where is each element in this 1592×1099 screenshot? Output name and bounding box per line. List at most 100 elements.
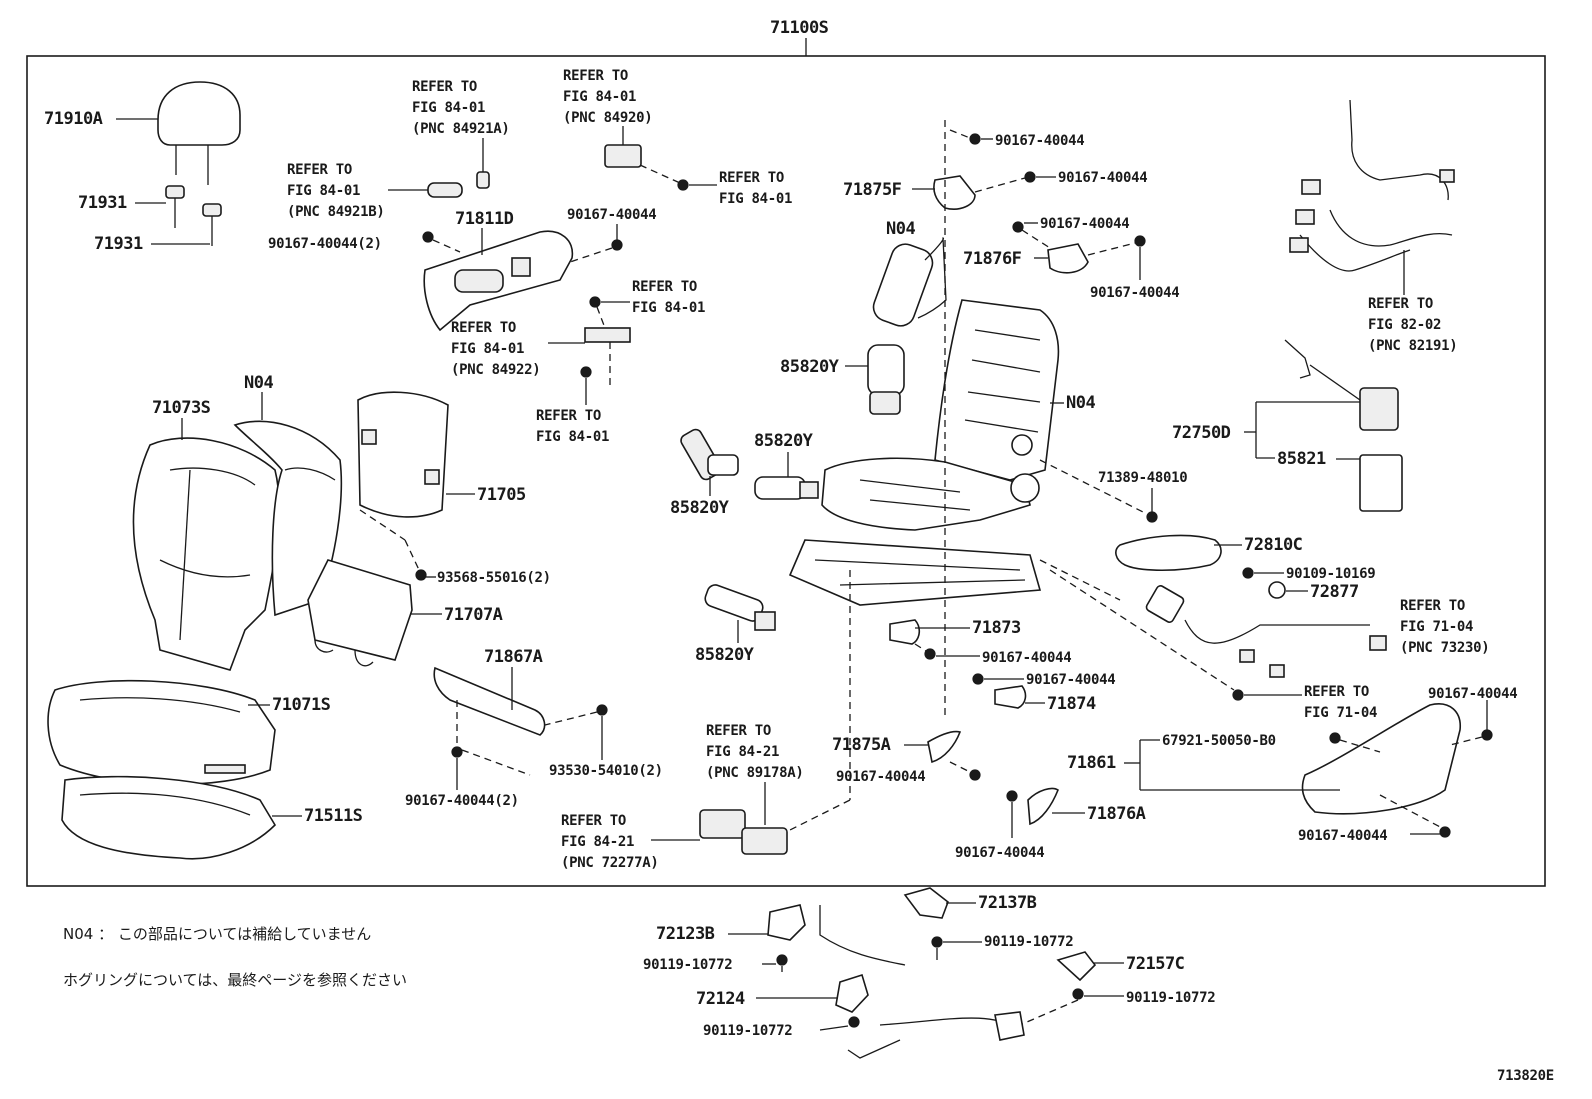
part-label-screw-f4[interactable]: 90167-40044: [1090, 285, 1180, 301]
part-label-cover-71876a[interactable]: 71876A: [1087, 804, 1146, 824]
part-label-bolt-72137b[interactable]: 90119-10772: [984, 934, 1074, 950]
part-label-screw-f1[interactable]: 90167-40044: [995, 133, 1085, 149]
refer-r6-line2[interactable]: FIG 84-01: [451, 341, 524, 357]
part-label-clip-93568[interactable]: 93568-55016(2): [437, 570, 551, 586]
refer-r12-line1[interactable]: REFER TO: [561, 813, 626, 829]
refer-r9-line3[interactable]: (PNC 73230): [1400, 640, 1490, 656]
refer-r7-line2[interactable]: FIG 84-01: [536, 429, 609, 445]
lumbar-mechanism-part: [1284, 339, 1403, 512]
refer-r11-line3[interactable]: (PNC 89178A): [706, 765, 804, 781]
part-label-cover-71875a[interactable]: 71875A: [832, 735, 891, 755]
seatback-board-lower-part: [307, 559, 413, 667]
motor-top-part: [867, 344, 905, 415]
part-label-cover-71876f[interactable]: 71876F: [963, 249, 1022, 269]
part-label-bolt-67921[interactable]: 67921-50050-B0: [1162, 733, 1276, 749]
part-label-clip-93530[interactable]: 93530-54010(2): [549, 763, 663, 779]
part-label-motor-top[interactable]: 85820Y: [780, 357, 840, 377]
part-label-screw-shield-2[interactable]: 90167-40044(2): [268, 236, 382, 252]
motor-mid-part: [754, 476, 819, 500]
refer-r1-line1[interactable]: REFER TO: [412, 79, 477, 95]
part-label-leg-cover-72124[interactable]: 72124: [696, 989, 745, 1009]
refer-r8-line3[interactable]: (PNC 82191): [1368, 338, 1458, 354]
refer-r2-line2[interactable]: FIG 84-01: [563, 89, 636, 105]
part-label-headrest-guide-1[interactable]: 71931: [78, 193, 127, 213]
refer-r10-line1[interactable]: REFER TO: [1304, 684, 1369, 700]
refer-r3-line2[interactable]: FIG 84-01: [719, 191, 792, 207]
refer-r5-line1[interactable]: REFER TO: [632, 279, 697, 295]
part-label-screw-71861-top[interactable]: 90167-40044: [1428, 686, 1518, 702]
part-label-bolt-72157c[interactable]: 90119-10772: [1126, 990, 1216, 1006]
part-label-inner-shield[interactable]: 71867A: [484, 647, 543, 667]
refer-r6-line1[interactable]: REFER TO: [451, 320, 516, 336]
seat-frame-part: [788, 299, 1060, 606]
part-label-motor-low[interactable]: 85820Y: [695, 645, 755, 665]
part-label-motor-left[interactable]: 85820Y: [670, 498, 730, 518]
part-label-seatback-pad[interactable]: N04: [244, 373, 274, 393]
refer-r8-line1[interactable]: REFER TO: [1368, 296, 1433, 312]
refer-r12-line3[interactable]: (PNC 72277A): [561, 855, 659, 871]
refer-r11-line1[interactable]: REFER TO: [706, 723, 771, 739]
inner-shield-part: [433, 666, 546, 736]
refer-r10-line2[interactable]: FIG 71-04: [1304, 705, 1377, 721]
leg-cover-72123b-part: [767, 904, 806, 941]
part-label-bolt-72123b[interactable]: 90119-10772: [643, 957, 733, 973]
part-label-screw-71876a[interactable]: 90167-40044: [955, 845, 1045, 861]
part-label-frame-n04[interactable]: N04: [1066, 393, 1096, 413]
part-label-screw-inner-shield[interactable]: 90167-40044(2): [405, 793, 519, 809]
refer-r7-line1[interactable]: REFER TO: [536, 408, 601, 424]
part-label-cover-71874[interactable]: 71874: [1047, 694, 1096, 714]
part-label-bolt-71389[interactable]: 71389-48010: [1098, 470, 1188, 486]
part-label-bolt-90109[interactable]: 90109-10169: [1286, 566, 1376, 582]
part-label-leg-cover-72137b[interactable]: 72137B: [978, 893, 1037, 913]
part-label-leg-cover-72123b[interactable]: 72123B: [656, 924, 715, 944]
leg-cover-72124-part: [835, 973, 869, 1013]
refer-r9-line1[interactable]: REFER TO: [1400, 598, 1465, 614]
refer-r2-line3[interactable]: (PNC 84920): [563, 110, 653, 126]
cover-71876f-part: [1047, 243, 1089, 274]
part-label-cap-72877[interactable]: 72877: [1310, 582, 1359, 602]
part-label-screw-71873[interactable]: 90167-40044: [982, 650, 1072, 666]
refer-r1-line3[interactable]: (PNC 84921A): [412, 121, 510, 137]
part-label-headrest[interactable]: 71910A: [44, 109, 103, 129]
assembly-label[interactable]: 71100S: [770, 18, 829, 38]
part-label-seatback-board-lower[interactable]: 71707A: [444, 605, 503, 625]
refer-r6-line3[interactable]: (PNC 84922): [451, 362, 541, 378]
part-label-bolt-72124[interactable]: 90119-10772: [703, 1023, 793, 1039]
part-label-screw-f3[interactable]: 90167-40044: [1040, 216, 1130, 232]
buckle-switch-part: [699, 809, 788, 855]
part-label-cover-71873[interactable]: 71873: [972, 618, 1021, 638]
refer-r4-line1[interactable]: REFER TO: [287, 162, 352, 178]
refer-r12-line2[interactable]: FIG 84-21: [561, 834, 634, 850]
refer-r3-line1[interactable]: REFER TO: [719, 170, 784, 186]
refer-r4-line2[interactable]: FIG 84-01: [287, 183, 360, 199]
part-label-cushion-pad[interactable]: 71511S: [304, 806, 363, 826]
part-label-screw-shield[interactable]: 90167-40044: [567, 207, 657, 223]
part-label-frame-n04-top[interactable]: N04: [886, 219, 916, 239]
part-label-seatback-board[interactable]: 71705: [477, 485, 526, 505]
part-label-cushion-cover[interactable]: 71071S: [272, 695, 331, 715]
refer-r8-line2[interactable]: FIG 82-02: [1368, 317, 1441, 333]
part-label-leg-cover-72157c[interactable]: 72157C: [1126, 954, 1185, 974]
refer-r11-line2[interactable]: FIG 84-21: [706, 744, 779, 760]
part-label-screw-71875a[interactable]: 90167-40044: [836, 769, 926, 785]
part-label-headrest-guide-2[interactable]: 71931: [94, 234, 143, 254]
refer-r5-line2[interactable]: FIG 84-01: [632, 300, 705, 316]
refer-r4-line3[interactable]: (PNC 84921B): [287, 204, 385, 220]
leg-cover-72137b-part: [903, 887, 949, 919]
part-label-screw-71861-low[interactable]: 90167-40044: [1298, 828, 1388, 844]
side-shield-part: [423, 230, 574, 332]
part-label-lumbar-switch[interactable]: 85821: [1277, 449, 1326, 469]
part-label-cover-71875f[interactable]: 71875F: [843, 180, 902, 200]
part-label-motor-mid[interactable]: 85820Y: [754, 431, 814, 451]
part-label-lumbar-group[interactable]: 72750D: [1172, 423, 1231, 443]
refer-r9-line2[interactable]: FIG 71-04: [1400, 619, 1473, 635]
part-label-shield-71861[interactable]: 71861: [1067, 753, 1116, 773]
note-n04: N04 ： この部品については補給していません: [63, 925, 371, 943]
part-label-seatback-cover[interactable]: 71073S: [152, 398, 211, 418]
part-label-screw-71874[interactable]: 90167-40044: [1026, 672, 1116, 688]
part-label-side-shield[interactable]: 71811D: [455, 209, 514, 229]
part-label-screw-f2[interactable]: 90167-40044: [1058, 170, 1148, 186]
refer-r1-line2[interactable]: FIG 84-01: [412, 100, 485, 116]
refer-r2-line1[interactable]: REFER TO: [563, 68, 628, 84]
part-label-armrest[interactable]: 72810C: [1244, 535, 1303, 555]
